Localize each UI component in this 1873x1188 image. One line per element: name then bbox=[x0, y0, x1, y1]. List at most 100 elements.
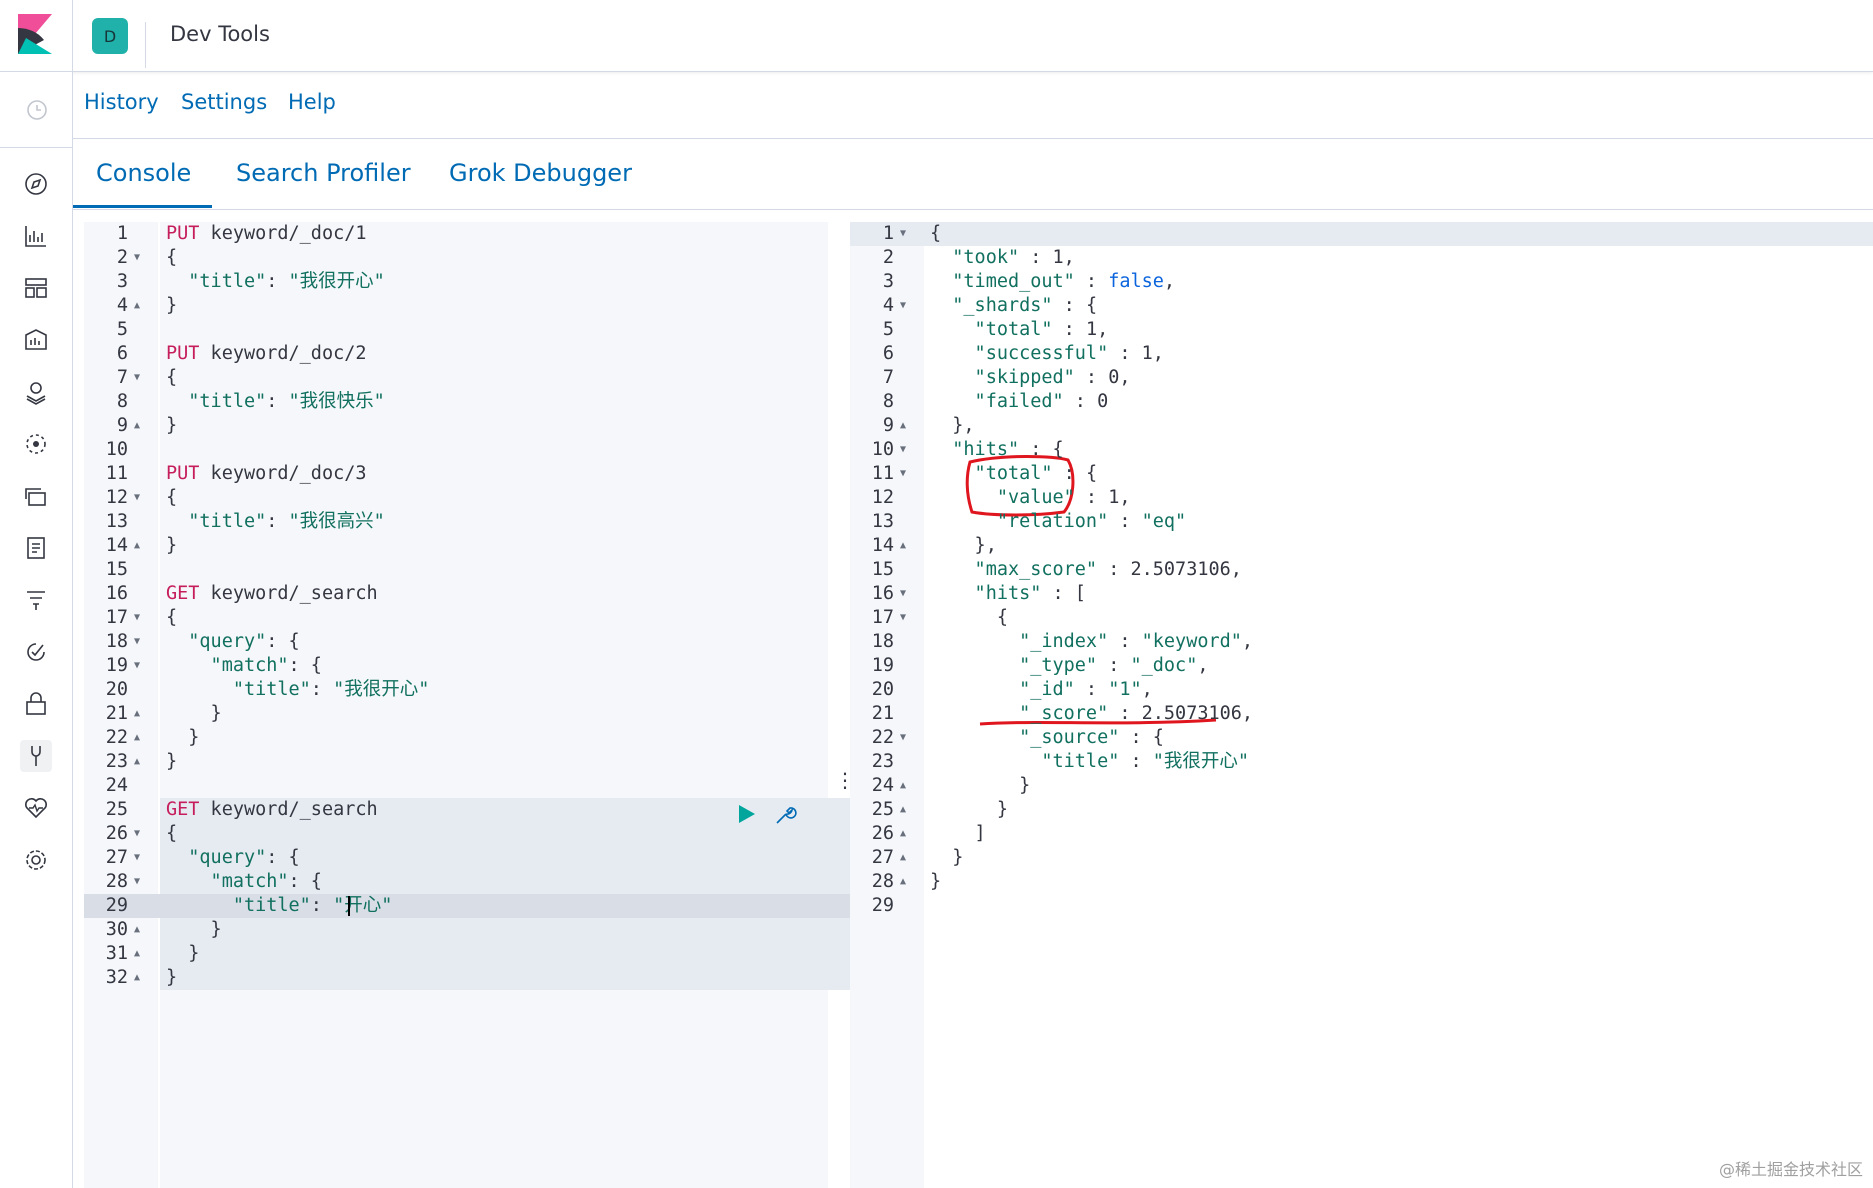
code-line[interactable]: "_score" : 2.5073106, bbox=[930, 702, 1253, 726]
code-line[interactable]: "total" : { bbox=[930, 462, 1098, 486]
code-line[interactable]: } bbox=[930, 870, 941, 894]
uptime-icon[interactable] bbox=[20, 636, 52, 668]
fold-up-icon[interactable]: ▲ bbox=[134, 300, 141, 311]
help-link[interactable]: Help bbox=[288, 90, 336, 114]
fold-up-icon[interactable]: ▲ bbox=[134, 732, 141, 743]
dashboard-icon[interactable] bbox=[20, 272, 52, 304]
fold-up-icon[interactable]: ▲ bbox=[134, 708, 141, 719]
code-line[interactable]: } bbox=[166, 918, 222, 942]
fold-down-icon[interactable]: ▼ bbox=[134, 852, 141, 863]
code-line[interactable]: } bbox=[930, 798, 1008, 822]
fold-up-icon[interactable]: ▲ bbox=[134, 924, 141, 935]
code-line[interactable]: GET keyword/_search bbox=[166, 798, 378, 822]
fold-down-icon[interactable]: ▼ bbox=[900, 300, 907, 311]
code-line[interactable]: GET keyword/_search bbox=[166, 582, 378, 606]
code-line[interactable]: { bbox=[166, 606, 177, 630]
code-line[interactable]: "value" : 1, bbox=[930, 486, 1131, 510]
code-line[interactable]: "hits" : { bbox=[930, 438, 1063, 462]
code-line[interactable]: { bbox=[930, 606, 1008, 630]
fold-down-icon[interactable]: ▼ bbox=[134, 876, 141, 887]
code-line[interactable]: "max_score" : 2.5073106, bbox=[930, 558, 1242, 582]
fold-up-icon[interactable]: ▲ bbox=[134, 972, 141, 983]
code-line[interactable]: } bbox=[166, 702, 222, 726]
recently-viewed[interactable] bbox=[0, 72, 73, 148]
fold-up-icon[interactable]: ▲ bbox=[134, 756, 141, 767]
tab-search-profiler[interactable]: Search Profiler bbox=[236, 159, 411, 187]
code-line[interactable]: }, bbox=[930, 414, 974, 438]
code-line[interactable]: "total" : 1, bbox=[930, 318, 1109, 342]
tab-console[interactable]: Console bbox=[96, 159, 192, 187]
history-link[interactable]: History bbox=[84, 90, 159, 114]
logs-icon[interactable] bbox=[20, 532, 52, 564]
monitoring-icon[interactable] bbox=[20, 792, 52, 824]
code-line[interactable]: { bbox=[166, 246, 177, 270]
fold-down-icon[interactable]: ▼ bbox=[134, 612, 141, 623]
fold-down-icon[interactable]: ▼ bbox=[134, 492, 141, 503]
fold-up-icon[interactable]: ▲ bbox=[900, 876, 907, 887]
code-line[interactable]: "_source" : { bbox=[930, 726, 1164, 750]
code-line[interactable]: ] bbox=[930, 822, 986, 846]
code-line[interactable]: } bbox=[166, 534, 177, 558]
code-line[interactable]: PUT keyword/_doc/2 bbox=[166, 342, 367, 366]
code-line[interactable]: "title": "我很高兴" bbox=[166, 510, 385, 534]
code-line[interactable]: } bbox=[930, 846, 963, 870]
fold-down-icon[interactable]: ▼ bbox=[134, 372, 141, 383]
code-line[interactable]: } bbox=[166, 966, 177, 990]
code-line[interactable]: "_shards" : { bbox=[930, 294, 1097, 318]
fold-up-icon[interactable]: ▲ bbox=[900, 804, 907, 815]
management-gear-icon[interactable] bbox=[20, 844, 52, 876]
code-line[interactable]: { bbox=[930, 222, 941, 246]
wrench-icon[interactable] bbox=[772, 802, 798, 828]
maps-icon[interactable] bbox=[20, 376, 52, 408]
code-line[interactable]: "hits" : [ bbox=[930, 582, 1086, 606]
code-line[interactable]: "relation" : "eq" bbox=[930, 510, 1186, 534]
fold-up-icon[interactable]: ▲ bbox=[900, 420, 907, 431]
fold-up-icon[interactable]: ▲ bbox=[134, 420, 141, 431]
code-line[interactable]: "query": { bbox=[166, 846, 299, 870]
fold-up-icon[interactable]: ▲ bbox=[900, 780, 907, 791]
code-line[interactable]: PUT keyword/_doc/3 bbox=[166, 462, 367, 486]
fold-down-icon[interactable]: ▼ bbox=[900, 444, 907, 455]
fold-up-icon[interactable]: ▲ bbox=[900, 852, 907, 863]
code-line[interactable]: "title": "我很开心" bbox=[166, 270, 385, 294]
code-line[interactable]: "title": "我很快乐" bbox=[166, 390, 385, 414]
code-line[interactable]: "successful" : 1, bbox=[930, 342, 1164, 366]
code-line[interactable]: } bbox=[166, 414, 177, 438]
code-line[interactable]: "_index" : "keyword", bbox=[930, 630, 1253, 654]
code-line[interactable]: "query": { bbox=[166, 630, 299, 654]
tab-grok-debugger[interactable]: Grok Debugger bbox=[449, 159, 632, 187]
code-line[interactable]: "_type" : "_doc", bbox=[930, 654, 1208, 678]
code-line[interactable]: "skipped" : 0, bbox=[930, 366, 1131, 390]
fold-down-icon[interactable]: ▼ bbox=[134, 252, 141, 263]
fold-down-icon[interactable]: ▼ bbox=[900, 228, 907, 239]
fold-down-icon[interactable]: ▼ bbox=[900, 468, 907, 479]
fold-up-icon[interactable]: ▲ bbox=[134, 540, 141, 551]
apm-icon[interactable] bbox=[20, 584, 52, 616]
code-line[interactable]: "match": { bbox=[166, 870, 322, 894]
code-line[interactable]: "title" : "我很开心" bbox=[930, 750, 1249, 774]
code-line[interactable]: { bbox=[166, 822, 177, 846]
fold-up-icon[interactable]: ▲ bbox=[134, 948, 141, 959]
kibana-logo[interactable] bbox=[18, 14, 52, 54]
settings-link[interactable]: Settings bbox=[181, 90, 268, 114]
fold-down-icon[interactable]: ▼ bbox=[134, 660, 141, 671]
ml-icon[interactable] bbox=[20, 428, 52, 460]
code-line[interactable]: { bbox=[166, 366, 177, 390]
code-line[interactable]: } bbox=[166, 294, 177, 318]
request-code-area[interactable] bbox=[160, 222, 828, 1188]
code-line[interactable]: "took" : 1, bbox=[930, 246, 1075, 270]
code-line[interactable]: "title": "我很开心" bbox=[166, 678, 430, 702]
code-line[interactable]: } bbox=[166, 750, 177, 774]
dev-tools-icon[interactable] bbox=[20, 740, 52, 772]
code-line[interactable]: } bbox=[930, 774, 1030, 798]
fold-down-icon[interactable]: ▼ bbox=[900, 732, 907, 743]
code-line[interactable]: "failed" : 0 bbox=[930, 390, 1109, 414]
code-line[interactable]: PUT keyword/_doc/1 bbox=[166, 222, 367, 246]
code-line[interactable]: } bbox=[166, 942, 199, 966]
panel-resize-handle[interactable]: ⋮ bbox=[835, 768, 855, 792]
code-line[interactable]: { bbox=[166, 486, 177, 510]
code-line[interactable]: } bbox=[166, 726, 199, 750]
code-line[interactable]: }, bbox=[930, 534, 997, 558]
fold-up-icon[interactable]: ▲ bbox=[900, 540, 907, 551]
